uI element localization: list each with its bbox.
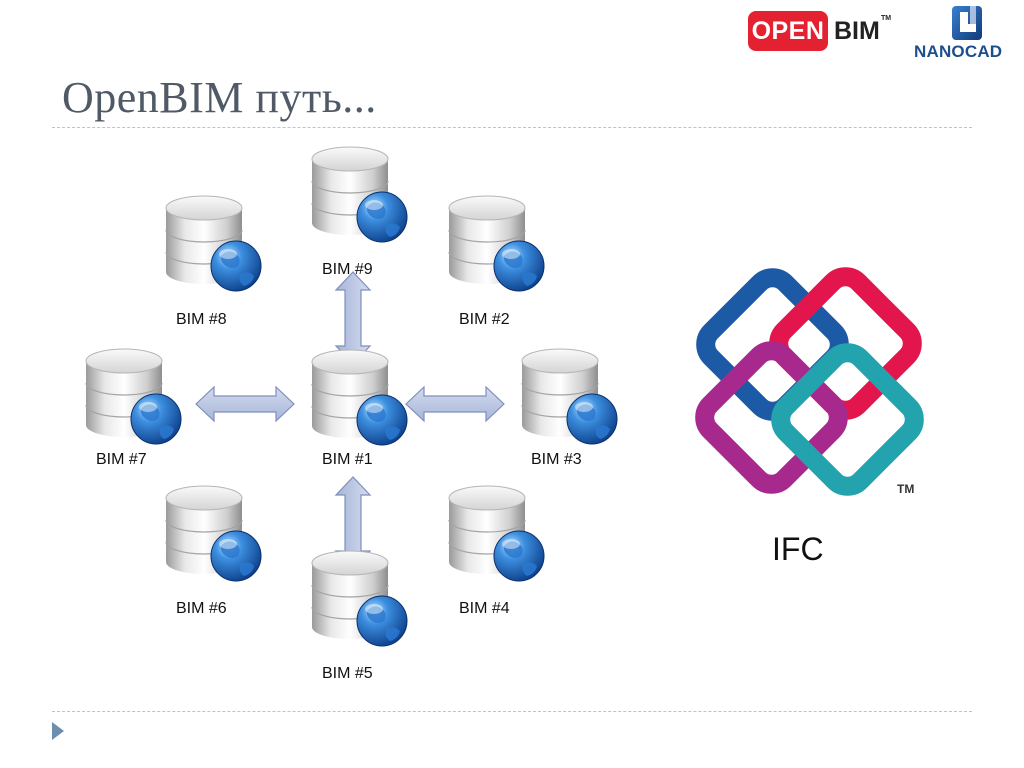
node-label-bim7: BIM #7: [96, 451, 147, 468]
node-label-bim4: BIM #4: [459, 600, 510, 617]
nanocad-logo: NANOCAD: [914, 4, 1018, 62]
node-label-bim9: BIM #9: [322, 261, 373, 278]
database-icon-bim5: [311, 550, 408, 647]
ifc-label: IFC: [772, 531, 824, 567]
ifc-logo-icon: [695, 267, 924, 496]
ifc-trademark: TM: [897, 482, 915, 496]
arrow-bim1-bim7: [195, 385, 295, 423]
node-label-bim8: BIM #8: [176, 311, 227, 328]
node-label-bim3: BIM #3: [531, 451, 582, 468]
page-title: OpenBIM путь...: [62, 73, 377, 122]
openbim-logo-bim: BIM: [834, 17, 880, 45]
node-label-bim2: BIM #2: [459, 311, 510, 328]
arrow-bim1-bim3: [405, 385, 505, 423]
nanocad-logo-text: NANOCAD: [914, 42, 1003, 61]
database-icon-bim6: [165, 485, 262, 582]
bottom-divider: [52, 711, 972, 712]
database-icon-bim2: [448, 195, 545, 292]
openbim-logo-open: OPEN: [748, 11, 828, 51]
nanocad-mark-icon: [952, 6, 982, 40]
database-icon-bim3: [521, 348, 618, 445]
node-label-bim1: BIM #1: [322, 451, 373, 468]
top-divider: [52, 127, 972, 128]
openbim-logo: OPEN BIM TM: [748, 11, 898, 51]
database-icon-bim4: [448, 485, 545, 582]
database-icon-bim1: [311, 349, 408, 446]
node-label-bim6: BIM #6: [176, 600, 227, 617]
database-icon-bim9: [311, 146, 408, 243]
node-label-bim5: BIM #5: [322, 665, 373, 682]
database-icon-bim7: [85, 348, 182, 445]
database-icon-bim8: [165, 195, 262, 292]
openbim-logo-tm: TM: [881, 15, 892, 22]
bullet-arrow-icon: [52, 722, 64, 740]
